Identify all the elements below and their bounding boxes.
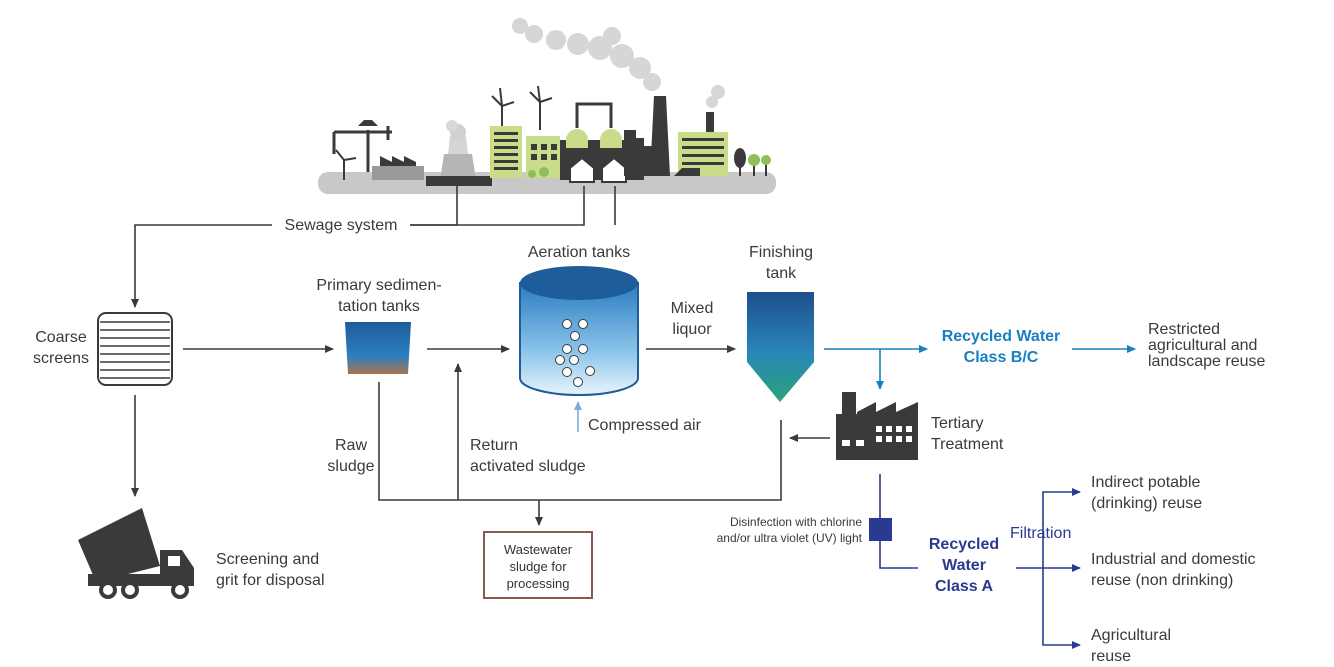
class-bc-flow <box>824 345 1136 390</box>
class-a-flow <box>879 474 1081 649</box>
return-sludge-label: Return activated sludge <box>470 437 586 475</box>
indirect-potable-label: Indirect potable (drinking) reuse <box>1091 474 1203 512</box>
aeration-tanks-label: Aeration tanks <box>527 244 631 261</box>
primary-tank-icon <box>345 322 411 374</box>
finishing-tank-label: Finishing tank <box>748 244 814 282</box>
wastewater-sludge-label: Wastewater sludge for processing <box>503 542 573 591</box>
finishing-tank-icon <box>747 292 814 402</box>
main-flow-arrows <box>131 345 736 497</box>
restricted-reuse-label: Restricted agricultural and landscape re… <box>1148 321 1266 370</box>
wastewater-sludge-box: Wastewater sludge for processing <box>483 531 593 599</box>
industrial-city-icon <box>318 18 776 194</box>
coarse-screens-label: Coarse screens <box>32 329 90 367</box>
treatment-factory-icon <box>836 392 918 460</box>
disinfection-unit-icon <box>869 518 892 541</box>
compressed-air-label: Compressed air <box>588 417 701 434</box>
sewage-collection-lines <box>131 186 616 308</box>
industrial-domestic-label: Industrial and domestic reuse (non drink… <box>1091 551 1256 589</box>
tertiary-treatment-label: Tertiary Treatment <box>931 415 1004 453</box>
dump-truck-icon <box>78 508 194 599</box>
screening-grit-label: Screening and grit for disposal <box>216 551 325 589</box>
agricultural-reuse-label: Agricultural reuse <box>1091 627 1172 665</box>
recycled-water-bc-label: Recycled Water Class B/C <box>941 328 1061 366</box>
sewage-system-label: Sewage system <box>272 215 410 236</box>
coarse-screen-icon <box>97 312 173 386</box>
disinfection-label: Disinfection with chlorine and/or ultra … <box>716 515 862 545</box>
raw-sludge-label: Raw sludge <box>327 437 375 475</box>
filtration-label: Filtration <box>1010 525 1072 542</box>
aeration-tank-icon <box>519 266 639 396</box>
sludge-lines <box>378 363 830 526</box>
mixed-liquor-label: Mixed liquor <box>670 300 714 338</box>
primary-tanks-label: Primary sedimen- tation tanks <box>316 277 442 315</box>
recycled-water-a-label: Recycled Water Class A <box>928 536 1000 595</box>
